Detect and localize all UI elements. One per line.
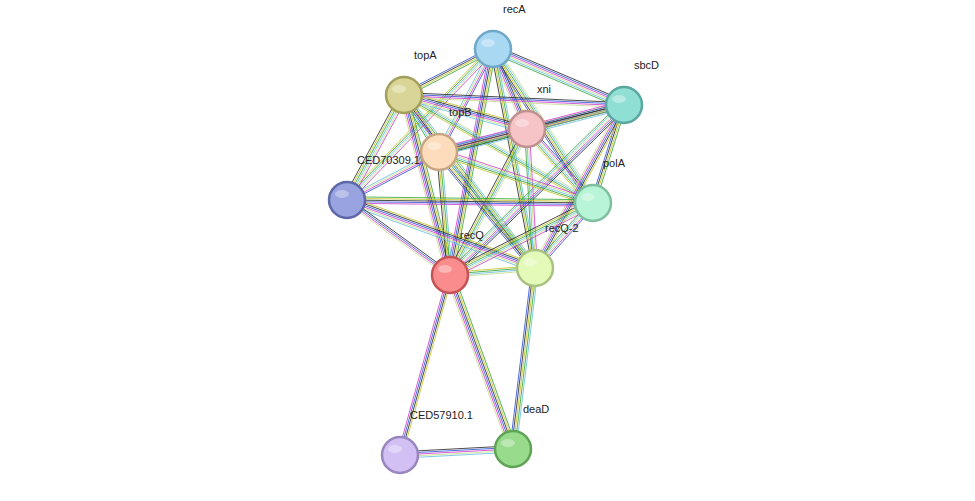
node-circle — [328, 181, 366, 219]
protein-node: CED57910.1 — [381, 436, 419, 474]
evidence-line — [508, 58, 608, 101]
node-circle — [508, 110, 546, 148]
protein-node: deaD — [494, 430, 532, 468]
node-highlight — [427, 142, 441, 150]
node-disc — [575, 185, 611, 221]
evidence-line — [362, 208, 518, 264]
protein-label: recQ-2 — [545, 222, 579, 235]
node-highlight — [388, 445, 402, 453]
evidence-line — [360, 211, 436, 266]
evidence-line — [450, 165, 524, 255]
evidence-line — [363, 162, 425, 194]
evidence-line — [456, 110, 608, 149]
node-highlight — [612, 95, 626, 103]
protein-label: recA — [503, 3, 526, 16]
node-circle — [474, 30, 512, 68]
protein-label: topB — [449, 106, 472, 119]
evidence-line — [419, 103, 509, 128]
protein-label: deaD — [523, 403, 549, 416]
node-highlight — [481, 39, 495, 47]
protein-label: polA — [603, 157, 625, 170]
node-highlight — [392, 85, 406, 93]
interaction-edge — [359, 208, 437, 267]
protein-node: xni — [508, 110, 546, 148]
protein-label: CED70309.1 — [357, 154, 420, 167]
protein-label: xni — [537, 83, 551, 96]
interaction-edge — [454, 105, 608, 151]
node-disc — [475, 31, 511, 67]
node-circle — [574, 184, 612, 222]
evidence-line — [362, 208, 438, 263]
evidence-line — [540, 118, 613, 251]
evidence-line — [455, 159, 577, 199]
node-circle — [605, 86, 643, 124]
protein-label: recQ — [460, 229, 484, 242]
interaction-edge — [438, 169, 451, 259]
evidence-line — [352, 108, 393, 183]
protein-node: recA — [474, 30, 512, 68]
evidence-line — [421, 98, 607, 106]
protein-node: topB — [420, 133, 458, 171]
node-circle — [431, 256, 469, 294]
node-highlight — [335, 190, 349, 198]
node-highlight — [523, 258, 537, 266]
evidence-line — [509, 55, 609, 98]
evidence-line — [454, 160, 576, 200]
interaction-edge — [357, 59, 484, 190]
protein-node: sbcD — [605, 86, 643, 124]
protein-label: topA — [414, 49, 437, 62]
evidence-line — [417, 453, 496, 457]
interaction-edge — [421, 93, 607, 106]
node-disc — [329, 182, 365, 218]
protein-node: recQ — [431, 256, 469, 294]
evidence-line — [359, 212, 435, 267]
evidence-line — [421, 97, 607, 105]
node-disc — [386, 77, 422, 113]
evidence-line — [467, 214, 580, 271]
node-disc — [421, 134, 457, 170]
evidence-line — [354, 110, 395, 185]
evidence-line — [440, 169, 448, 258]
protein-label: CED57910.1 — [410, 409, 473, 422]
node-circle — [385, 76, 423, 114]
interaction-edge — [467, 267, 519, 276]
node-highlight — [501, 439, 515, 447]
node-disc — [382, 437, 418, 473]
node-circle — [494, 430, 532, 468]
evidence-line — [420, 59, 479, 89]
protein-node: recQ-2 — [516, 249, 554, 287]
protein-label: sbcD — [634, 59, 659, 72]
node-highlight — [515, 119, 529, 127]
evidence-line — [510, 52, 610, 95]
node-disc — [432, 257, 468, 293]
interaction-edge — [507, 52, 610, 102]
protein-node: topA — [385, 76, 423, 114]
evidence-line — [357, 111, 398, 186]
protein-node: CED70309.1 — [328, 181, 366, 219]
evidence-line — [455, 108, 607, 147]
node-circle — [381, 436, 419, 474]
evidence-line — [508, 56, 608, 99]
node-disc — [517, 250, 553, 286]
evidence-line — [419, 103, 578, 194]
evidence-line — [467, 267, 518, 271]
node-circle — [516, 249, 554, 287]
protein-node: polA — [574, 184, 612, 222]
evidence-line — [359, 112, 400, 187]
node-highlight — [438, 265, 452, 273]
evidence-line — [353, 109, 394, 184]
node-circle — [420, 133, 458, 171]
interaction-edge — [417, 447, 496, 458]
node-disc — [495, 431, 531, 467]
interaction-edge — [364, 197, 576, 206]
node-disc — [509, 111, 545, 147]
evidence-line — [542, 119, 615, 252]
node-highlight — [581, 193, 595, 201]
node-disc — [606, 87, 642, 123]
evidence-line — [361, 209, 437, 264]
evidence-line — [438, 169, 446, 258]
evidence-line — [364, 203, 576, 206]
